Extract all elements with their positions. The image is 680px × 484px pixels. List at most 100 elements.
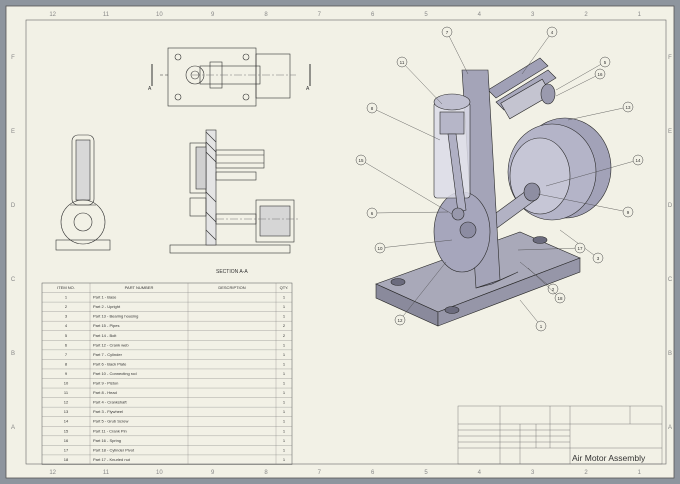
zone-number: 3 (531, 12, 535, 18)
table-cell: Part 1 - Base (93, 295, 117, 300)
table-cell: 6 (65, 342, 68, 347)
table-cell: Part 14 - Bolt (93, 333, 117, 338)
balloon-label: 7 (446, 30, 449, 35)
table-cell: 1 (283, 457, 286, 462)
balloon-circle (632, 154, 644, 166)
zone-letter: A (11, 425, 15, 431)
table-header-cell: QTY. (280, 285, 289, 290)
zone-number: 11 (103, 12, 110, 18)
table-cell: Part 13 - Bearing housing (93, 314, 138, 319)
table-cell: 2 (283, 323, 286, 328)
zone-number: 5 (424, 470, 428, 476)
balloon-label: 8 (371, 106, 374, 111)
zone-number: 7 (318, 12, 322, 18)
table-cell: Part 3 - Flywheel (93, 409, 123, 414)
zone-number: 11 (103, 470, 110, 476)
zone-letter: C (668, 277, 673, 283)
title-block (457, 405, 663, 465)
section-label: SECTION A-A (216, 269, 248, 275)
section-marker-right: A (306, 86, 310, 92)
drawing-border (25, 19, 667, 465)
balloon-circle (594, 68, 606, 80)
balloon-leader (371, 211, 449, 214)
table-cell: 1 (283, 390, 286, 395)
zone-number: 7 (318, 470, 322, 476)
balloon-leader (519, 261, 554, 290)
table-cell: 1 (283, 304, 286, 309)
table-cell: 13 (64, 409, 69, 414)
table-cell: 1 (283, 342, 286, 347)
zone-letter: F (11, 55, 15, 61)
balloon-leader (360, 159, 453, 215)
zone-number: 6 (371, 12, 375, 18)
balloon-circle (374, 242, 386, 254)
balloon-label: 1 (540, 324, 543, 329)
balloon-circle (535, 320, 547, 332)
table-cell: Part 10 - Connecting rod (93, 371, 137, 376)
zone-number: 9 (211, 12, 215, 18)
balloon-label: 4 (551, 30, 554, 35)
balloon-leader (521, 31, 553, 75)
zone-number: 3 (531, 470, 535, 476)
table-cell: 1 (283, 295, 286, 300)
table-cell: 1 (283, 409, 286, 414)
balloon-label: 16 (597, 72, 603, 77)
isometric-assembly (375, 57, 612, 327)
zone-number: 1 (638, 12, 642, 18)
balloon-label: 14 (635, 158, 641, 163)
zone-number: 10 (156, 12, 163, 18)
balloon-circle (441, 26, 453, 38)
zone-number: 8 (264, 12, 268, 18)
table-header-cell: PART NUMBER (125, 285, 154, 290)
table-cell: 1 (283, 371, 286, 376)
zone-letter: F (668, 55, 672, 61)
zone-number: 6 (371, 470, 375, 476)
table-cell: Part 4 - Crankshaft (93, 400, 127, 405)
balloon-circle (546, 26, 558, 38)
zone-number: 10 (156, 470, 163, 476)
table-cell: 4 (65, 323, 68, 328)
table-cell: 1 (283, 381, 286, 386)
zone-letter: D (668, 203, 673, 209)
table-cell: 5 (65, 333, 68, 338)
balloon-circle (396, 56, 408, 68)
balloon-label: 17 (577, 246, 583, 251)
balloon-leader (519, 299, 542, 327)
table-cell: 2 (65, 304, 68, 309)
zone-number: 1 (638, 470, 642, 476)
table-cell: 9 (65, 371, 68, 376)
table-cell: Part 16 - Spring (93, 438, 121, 443)
balloon-circle (574, 242, 586, 254)
table-cell: 1 (283, 314, 286, 319)
balloon-circle (366, 102, 378, 114)
table-cell: 16 (64, 438, 69, 443)
table-row: 9 Part 10 - Connecting rod 1 (65, 371, 286, 376)
balloon-label: 6 (371, 211, 374, 216)
table-cell: 7 (65, 352, 68, 357)
balloon-leader (371, 107, 441, 141)
balloon-leader (517, 247, 581, 251)
table-cell: 11 (64, 390, 69, 395)
table-cell: Part 7 - Cylinder (93, 352, 123, 357)
balloon-label: 11 (400, 60, 405, 65)
balloon-label: 13 (625, 105, 631, 110)
table-cell: 15 (64, 428, 69, 433)
balloon-leader (537, 193, 629, 213)
table-header-cell: ITEM NO. (57, 285, 75, 290)
balloon-leader (379, 239, 453, 249)
balloon-leader (399, 261, 447, 321)
table-cell: 1 (283, 447, 286, 452)
balloon-circle (547, 283, 559, 295)
zone-letter: A (668, 425, 672, 431)
